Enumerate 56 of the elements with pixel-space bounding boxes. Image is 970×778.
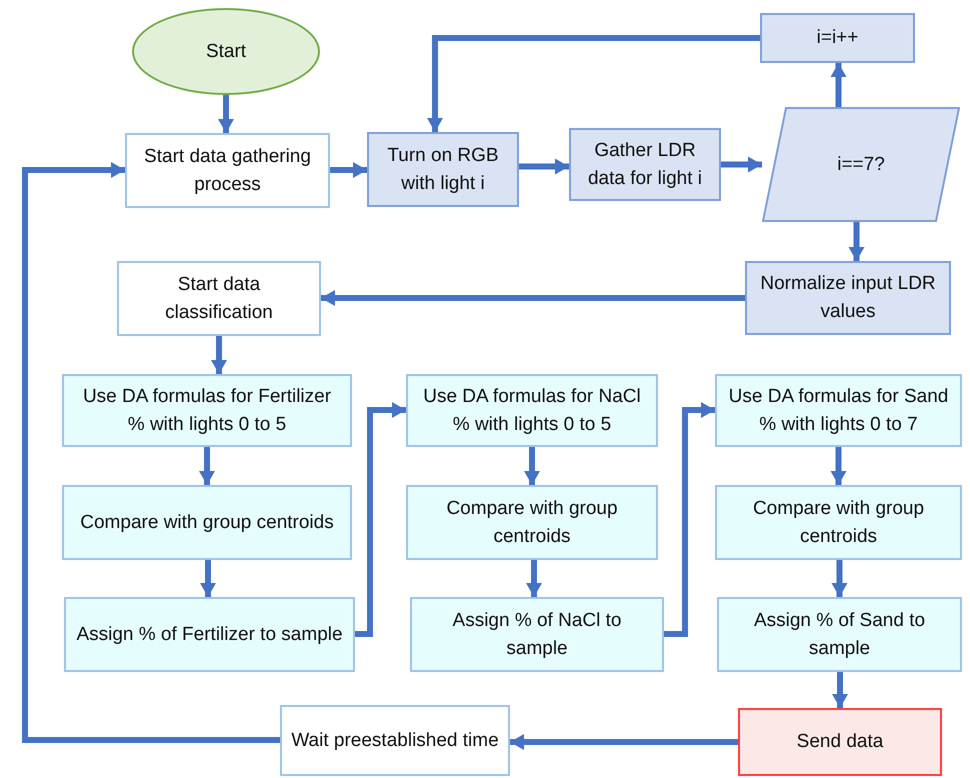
node-text: Wait preestablished time bbox=[291, 728, 499, 752]
arrow bbox=[664, 402, 715, 637]
node-text: Start data classification bbox=[164, 272, 274, 324]
process-box bbox=[125, 133, 330, 208]
process-box bbox=[280, 705, 510, 776]
node-text: Use DA formulas for NaCl % with lights 0 to 5 bbox=[422, 384, 642, 436]
arrow bbox=[830, 63, 846, 107]
arrow bbox=[510, 734, 738, 750]
node-text: i==7? bbox=[837, 152, 885, 176]
arrow bbox=[22, 162, 280, 743]
node-text: i=i++ bbox=[816, 26, 858, 50]
process-box bbox=[717, 597, 962, 672]
node-text: Normalize input LDR values bbox=[759, 272, 937, 324]
process-box bbox=[117, 261, 321, 336]
node-text: Compare with group centroids bbox=[752, 496, 926, 548]
node-text: Compare with group centroids bbox=[80, 510, 334, 534]
node-text: Start data gathering process bbox=[143, 144, 312, 196]
arrow bbox=[218, 95, 234, 133]
arrow bbox=[199, 447, 215, 485]
arrow bbox=[832, 560, 848, 597]
arrow bbox=[321, 290, 745, 306]
arrow bbox=[830, 447, 846, 485]
node-text: Compare with group centroids bbox=[445, 496, 619, 548]
arrow bbox=[524, 447, 540, 485]
process-box bbox=[715, 485, 962, 560]
process-box bbox=[367, 132, 519, 207]
process-box bbox=[410, 597, 664, 672]
arrow bbox=[721, 156, 762, 172]
arrow bbox=[211, 336, 227, 374]
arrow bbox=[330, 162, 367, 178]
node-text: Gather LDR data for light i bbox=[586, 138, 704, 190]
process-box bbox=[760, 13, 915, 63]
node-text: Assign % of Sand to sample bbox=[752, 608, 926, 660]
arrow bbox=[427, 35, 760, 132]
node-text: Send data bbox=[796, 730, 884, 754]
process-box bbox=[715, 374, 962, 447]
node-text: Use DA formulas for Sand % with lights 0 to 7 bbox=[728, 384, 950, 436]
node-text: Turn on RGB with light i bbox=[386, 144, 500, 196]
arrow bbox=[832, 672, 848, 708]
process-box bbox=[406, 374, 658, 447]
process-box bbox=[64, 597, 355, 672]
arrow bbox=[848, 222, 864, 261]
process-box bbox=[569, 128, 721, 201]
process-box bbox=[62, 374, 352, 447]
arrow bbox=[355, 402, 406, 637]
node-text: Use DA formulas for Fertilizer % with lights 0 to 5 bbox=[82, 384, 332, 436]
process-box bbox=[745, 261, 951, 335]
arrow bbox=[519, 158, 569, 174]
arrow bbox=[200, 560, 216, 597]
process-box bbox=[62, 485, 352, 560]
arrow bbox=[526, 560, 542, 597]
node-text: Assign % of NaCl to sample bbox=[452, 608, 622, 660]
process-box bbox=[738, 708, 942, 776]
node-text: Start bbox=[206, 40, 246, 64]
process-box bbox=[406, 485, 658, 560]
node-text: Assign % of Fertilizer to sample bbox=[76, 622, 343, 646]
